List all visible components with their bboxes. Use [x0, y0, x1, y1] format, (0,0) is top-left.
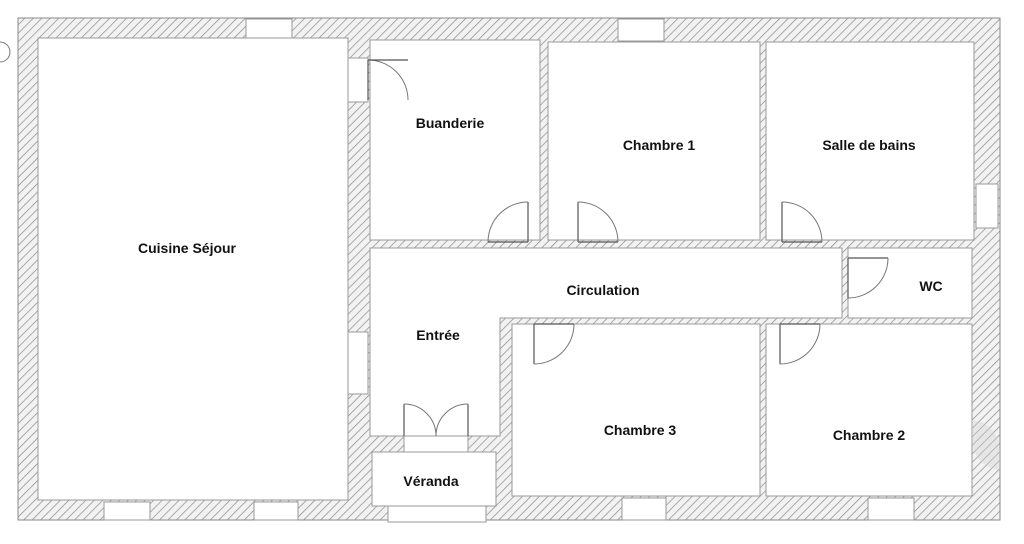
edge-circle-mark: [0, 41, 11, 63]
door-chambre-1: [577, 201, 619, 243]
window-top-2: [617, 18, 665, 42]
label-chambre-3: Chambre 3: [604, 422, 677, 438]
window-bottom-2: [253, 501, 299, 521]
room-wc: [847, 247, 973, 319]
label-buanderie: Buanderie: [416, 115, 485, 131]
door-wc: [847, 257, 889, 299]
label-entree: Entrée: [416, 327, 460, 343]
window-interior-1: [347, 57, 369, 103]
room-chambre-2: [765, 323, 973, 497]
label-cuisine-sejour: Cuisine Séjour: [138, 240, 237, 256]
window-interior-2: [347, 331, 369, 395]
label-salle-de-bains: Salle de bains: [822, 137, 916, 153]
window-bottom-3: [621, 497, 667, 521]
window-top-1: [245, 18, 293, 39]
room-cuisine-sejour: [37, 37, 349, 501]
label-circulation: Circulation: [566, 282, 639, 298]
window-bottom-1: [103, 501, 151, 521]
label-chambre-1: Chambre 1: [623, 137, 696, 153]
room-chambre-3: [511, 323, 761, 497]
window-right-1: [975, 183, 999, 229]
door-entree-double: [403, 403, 469, 453]
label-veranda: Véranda: [403, 473, 458, 489]
window-bottom-4: [867, 497, 915, 521]
door-salle-de-bains: [781, 201, 823, 243]
room-circulation-entree: [369, 247, 843, 437]
label-chambre-2: Chambre 2: [833, 427, 906, 443]
label-wc: WC: [919, 278, 942, 294]
watermark-mark: [971, 420, 1001, 470]
door-chambre-2: [779, 323, 821, 365]
window-bottom-veranda: [387, 505, 487, 523]
door-chambre-3: [533, 323, 575, 365]
door-buanderie-bottom: [487, 201, 529, 243]
room-buanderie: [369, 39, 541, 241]
room-chambre-1: [547, 41, 761, 241]
door-buanderie-top: [367, 59, 409, 101]
